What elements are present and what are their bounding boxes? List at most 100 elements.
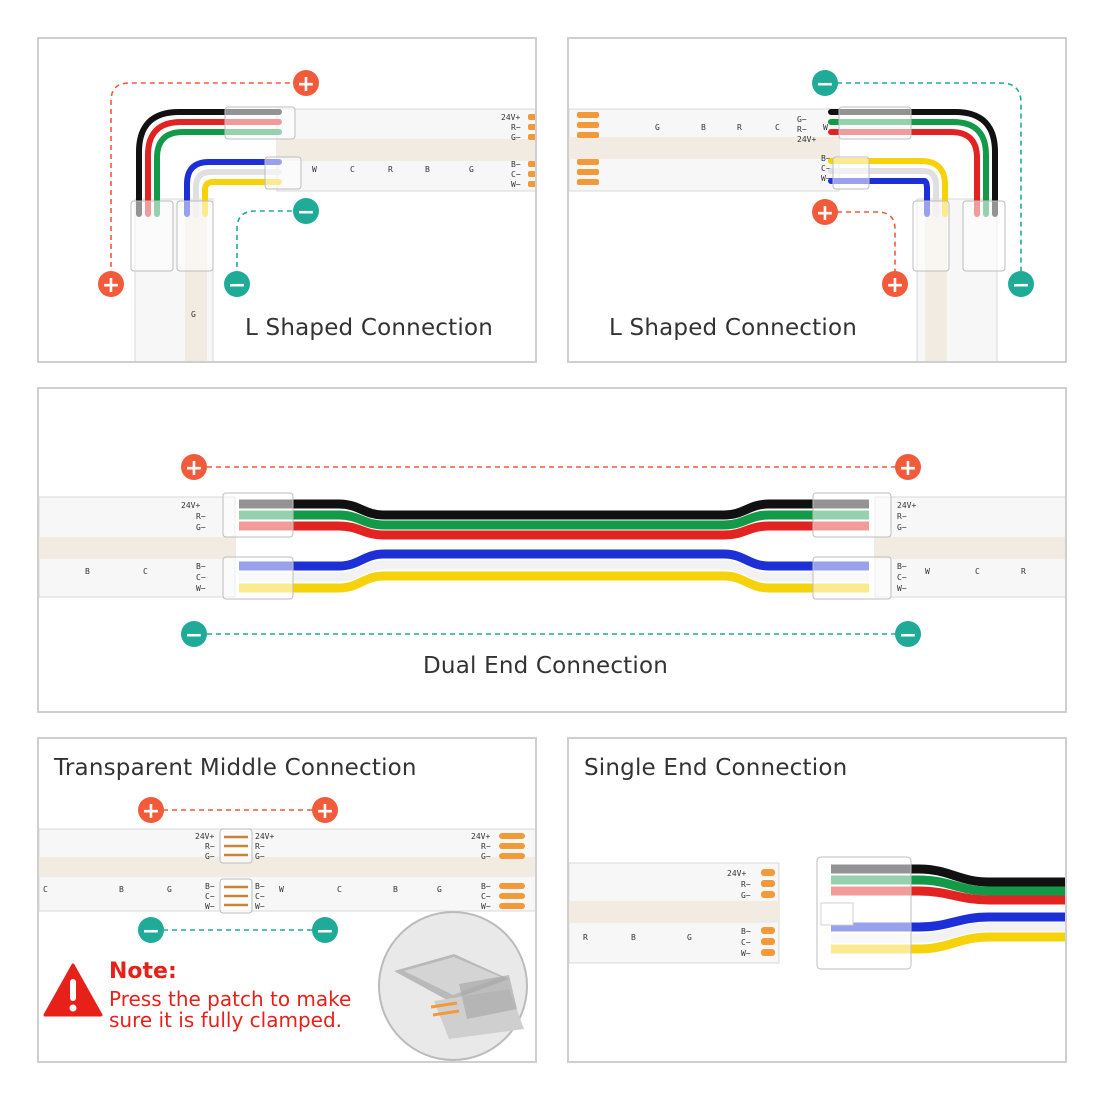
negative-symbol: − <box>899 623 917 648</box>
pin-label-g: G− <box>481 852 491 861</box>
led-strip-diffuser <box>569 901 779 923</box>
pin-label-c: C− <box>741 938 751 947</box>
pin-label-b: B− <box>481 882 491 891</box>
wire-yellow <box>202 179 282 217</box>
wire-yellow <box>831 932 1065 954</box>
pin-label-r: R− <box>511 123 521 132</box>
strip-mark-c: C <box>337 885 342 894</box>
clamp-detail-photo <box>378 911 528 1061</box>
panel-l-shaped-right: W C R B G G− R− 24V+ B− C− W− − − + + <box>567 37 1067 363</box>
negative-marker <box>181 621 207 647</box>
pin-label-c: C− <box>481 892 491 901</box>
pin-label-w: W− <box>741 949 751 958</box>
connector-clip <box>224 106 296 140</box>
wire-bundle-outer <box>136 109 282 217</box>
single-end-connector <box>816 856 912 970</box>
positive-marker <box>812 199 838 225</box>
solder-pads <box>528 114 535 187</box>
positive-marker <box>895 454 921 480</box>
wire-red <box>145 119 282 217</box>
pin-label-24v: 24V+ <box>255 832 274 841</box>
positive-marker <box>882 271 908 297</box>
positive-symbol: + <box>816 201 834 226</box>
panel-transparent-middle: 24V+ R− G− B− C− W− 24V+ R− G− B− C− W− … <box>37 737 537 1063</box>
wire-green <box>828 119 989 217</box>
positive-symbol: + <box>142 799 160 824</box>
connector-clip-right-bottom <box>812 556 892 600</box>
pin-label-c: C− <box>821 164 831 173</box>
wire-blue <box>184 159 282 217</box>
led-strip-diffuser <box>875 537 1065 559</box>
strip-mark-c: C <box>775 123 780 132</box>
pin-label-w: W− <box>511 180 521 189</box>
pin-label-w: W− <box>255 902 265 911</box>
pin-label-24v: 24V+ <box>727 869 746 878</box>
panel-title: L Shaped Connection <box>245 315 493 341</box>
positive-marker <box>98 271 124 297</box>
pin-label-g: G− <box>511 133 521 142</box>
panel-single-end: 24V+ R− G− B− C− W− R B G Single End Con… <box>567 737 1067 1063</box>
strip-mark-g: G <box>167 885 172 894</box>
wire-yellow <box>828 158 948 217</box>
negative-symbol: − <box>185 623 203 648</box>
negative-marker <box>138 917 164 943</box>
wire-black <box>136 109 282 217</box>
strip-mark-b: B <box>85 567 90 576</box>
transparent-middle-diagram: 24V+ R− G− B− C− W− 24V+ R− G− B− C− W− … <box>39 797 535 1061</box>
wire-red <box>831 886 1065 905</box>
strip-mark-r: R <box>388 165 393 174</box>
strip-mark-w: W <box>279 885 284 894</box>
negative-guide-line <box>837 82 1022 285</box>
pin-label-b: B− <box>511 160 521 169</box>
strip-mark-g: G <box>469 165 474 174</box>
l-shaped-left-diagram: 24V+ R− G− B− C− W− W C R B G G <box>98 70 535 361</box>
pin-label-c: C− <box>196 573 206 582</box>
pin-label-24v: 24V+ <box>195 832 214 841</box>
pin-label-g: G− <box>255 852 265 861</box>
pin-label-24v: 24V+ <box>897 501 916 510</box>
warning-icon <box>43 963 103 1017</box>
positive-marker <box>138 797 164 823</box>
pin-label-r: R− <box>797 125 807 134</box>
pin-label-c: C− <box>205 892 215 901</box>
solder-pads <box>761 869 775 956</box>
pin-label-g: G− <box>897 523 907 532</box>
positive-guide-line <box>110 82 295 285</box>
wire-white <box>239 560 869 582</box>
wire-yellow <box>239 571 869 593</box>
positive-symbol: + <box>297 72 315 97</box>
connector-clip <box>832 156 870 190</box>
note-title: Note: <box>109 959 177 984</box>
pin-label-b: B− <box>196 562 206 571</box>
pin-label-r: R− <box>205 842 215 851</box>
led-strip-diffuser <box>569 137 839 159</box>
connector-clip <box>838 106 912 140</box>
pin-label-w: W− <box>481 902 491 911</box>
cable-bundle <box>831 864 1065 954</box>
strip-mark-b: B <box>701 123 706 132</box>
strip-mark-g-vertical: G <box>191 310 196 319</box>
panel-dual-end: 24V+ R− G− B− C− W− 24V+ R− G− B− C− W− … <box>37 387 1067 713</box>
connector-clip-left-bottom <box>222 556 294 600</box>
panel-l-shaped-left: 24V+ R− G− B− C− W− W C R B G G <box>37 37 537 363</box>
wire-red <box>239 521 869 540</box>
wire-bundle-outer <box>828 109 998 217</box>
note-text: Press the patch to make sure it is fully… <box>109 987 352 1032</box>
negative-guide-line <box>236 210 295 285</box>
strip-mark-g: G <box>655 123 660 132</box>
positive-marker <box>293 70 319 96</box>
single-end-diagram: 24V+ R− G− B− C− W− R B G <box>569 856 1065 970</box>
strip-mark-b: B <box>631 933 636 942</box>
wire-green <box>154 129 282 217</box>
negative-marker <box>1008 271 1034 297</box>
pin-label-b: B− <box>205 882 215 891</box>
pin-label-b: B− <box>741 927 751 936</box>
pin-label-c: C− <box>255 892 265 901</box>
connector-clip <box>176 200 214 272</box>
strip-mark-r: R <box>583 933 588 942</box>
led-strip-diffuser <box>277 139 535 161</box>
connector-clip-left-top <box>222 492 294 538</box>
pin-label-b: B− <box>255 882 265 891</box>
connector-clip-right-top <box>812 492 892 538</box>
pin-label-g: G− <box>741 891 751 900</box>
